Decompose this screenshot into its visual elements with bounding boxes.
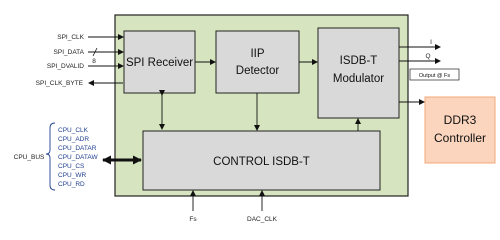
spi-dvalid-label: SPI_DVALID: [47, 63, 84, 70]
cpu-bus-signal: CPU_WR: [58, 172, 86, 179]
output-fs-box: [409, 68, 460, 81]
dac-clk-label: DAC_CLK: [247, 216, 278, 223]
control-isdbt-block: [142, 130, 381, 191]
cpu-bus-signal: CPU_CS: [58, 163, 85, 170]
cpu-bus-signal: CPU_RD: [58, 181, 85, 188]
spi-clk-byte-label: SPI_CLK_BYTE: [36, 80, 84, 87]
isdbt-modulator-block: [317, 27, 400, 119]
fs-label: Fs: [189, 216, 197, 223]
modulator-label-line2: Modulator: [333, 73, 384, 85]
modulator-label-line1: ISDB-T: [340, 55, 378, 67]
cpu-bus-signal: CPU_CLK: [58, 127, 89, 134]
spi-clk-label: SPI_CLK: [57, 34, 84, 41]
spi-data-bus-slash: [92, 47, 98, 57]
spi-receiver-block: [123, 30, 196, 94]
cpu-bus-label: CPU_BUS: [14, 154, 45, 161]
cpu-bus-signal: CPU_DATAW: [58, 154, 98, 161]
output-fs-label: Output @ Fs: [419, 73, 451, 79]
control-isdbt-label: CONTROL ISDB-T: [213, 156, 310, 168]
output-q-label: Q: [425, 53, 430, 60]
cpu-bus-signal: CPU_ADR: [58, 136, 89, 143]
spi-receiver-label: SPI Receiver: [126, 57, 193, 69]
spi-data-label: SPI_DATA: [54, 49, 85, 56]
cpu-bus-brace: [45, 122, 56, 191]
ddr3-label-line1: DDR3: [444, 113, 477, 127]
iip-detector-block: [215, 30, 300, 94]
ddr3-label-line2: Controller: [434, 131, 486, 145]
cpu-bus-signal-list: CPU_CLK CPU_ADR CPU_DATAR CPU_DATAW CPU_…: [58, 127, 98, 188]
iip-detector-label-line2: Detector: [236, 65, 280, 77]
iip-detector-label-line1: IIP: [250, 48, 264, 60]
spi-data-width-label: 8: [92, 58, 96, 65]
isdbt-block-diagram: SPI Receiver IIP Detector ISDB-T Modulat…: [14, 14, 496, 223]
diagram-canvas: SPI Receiver IIP Detector ISDB-T Modulat…: [14, 14, 496, 223]
ddr3-controller-block: [424, 96, 496, 164]
cpu-bus-signal: CPU_DATAR: [58, 145, 97, 152]
output-i-label: I: [430, 39, 432, 46]
